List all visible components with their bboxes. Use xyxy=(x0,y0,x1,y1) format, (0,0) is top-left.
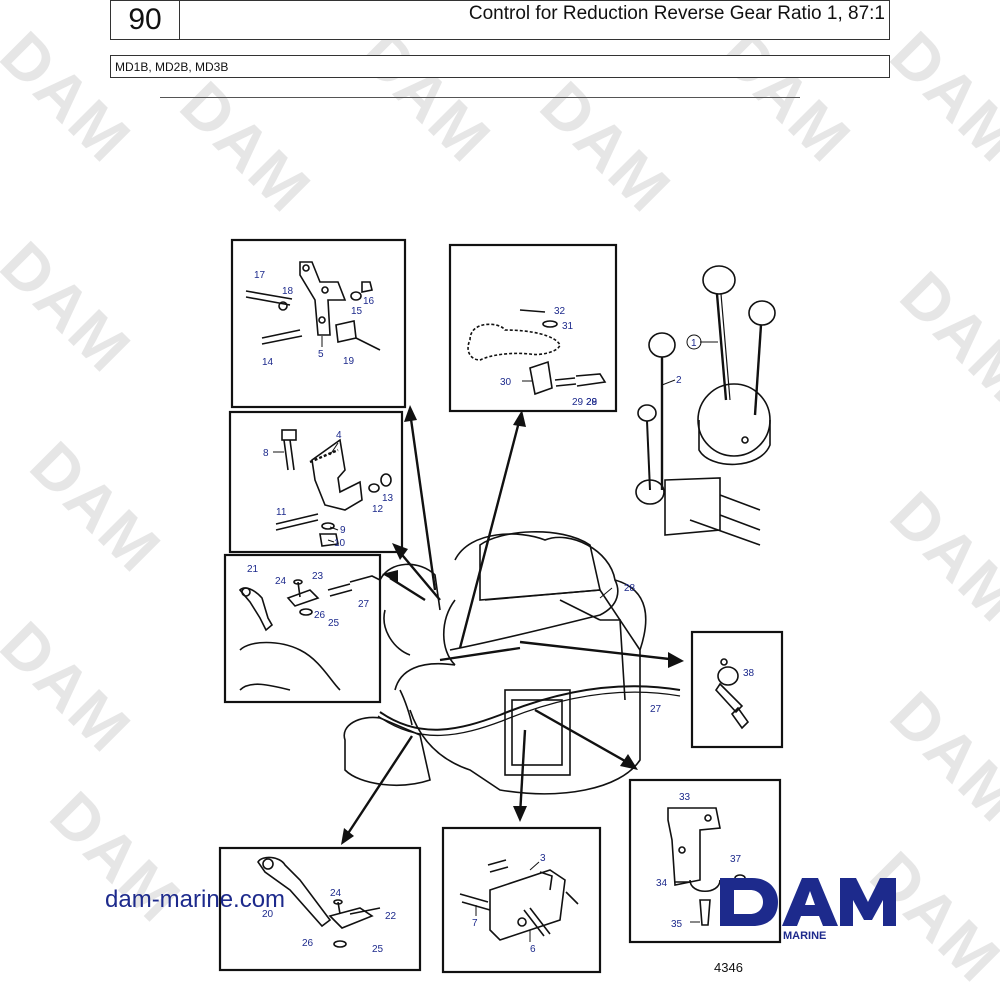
part-label: 1 xyxy=(691,338,697,349)
part-label: 24 xyxy=(275,576,287,587)
part-label: 12 xyxy=(372,504,384,515)
part-label: 25 xyxy=(372,944,384,955)
part-label: 2 xyxy=(676,375,682,386)
part-label: 13 xyxy=(382,493,394,504)
part-label: 22 xyxy=(385,911,397,922)
part-label: 29 xyxy=(586,397,598,408)
part-label: 3 xyxy=(540,853,546,864)
part-label: 15 xyxy=(351,306,363,317)
part-label: 16 xyxy=(363,296,375,307)
lower-lever-assembly xyxy=(257,856,381,948)
link-rod xyxy=(439,646,521,662)
control-lever-unit xyxy=(635,265,776,546)
part-label: 8 xyxy=(263,448,269,459)
part-label: 14 xyxy=(262,357,274,368)
detail-frame-ball-joint xyxy=(690,630,784,749)
part-label: 31 xyxy=(562,321,574,332)
part-label: 20 xyxy=(262,909,274,920)
detail-frame-bracket xyxy=(230,238,407,409)
part-label: 26 xyxy=(314,610,326,621)
control-cable xyxy=(377,691,681,737)
model-bar: MD1B, MD2B, MD3B xyxy=(110,55,890,78)
part-label: 4 xyxy=(336,430,342,441)
part-label: 28 xyxy=(624,583,636,594)
logo-subtext: MARINE xyxy=(783,930,827,942)
part-label: 32 xyxy=(554,306,566,317)
label-leaders xyxy=(273,336,718,942)
part-label: 38 xyxy=(743,668,755,679)
part-label: 5 xyxy=(318,349,324,360)
detail-frame-block xyxy=(441,826,602,974)
ball-joint xyxy=(714,658,750,730)
lever-clamp xyxy=(467,309,607,396)
dam-logo xyxy=(720,878,896,926)
website-link[interactable]: dam-marine.com xyxy=(105,886,286,913)
page-number: 90 xyxy=(111,1,180,39)
part-label: 30 xyxy=(500,377,512,388)
part-label: 11 xyxy=(276,507,287,518)
drawing-number: 4346 xyxy=(714,960,743,975)
explosion-arrows xyxy=(343,411,679,839)
detail-frame-lever-clamp xyxy=(448,243,618,413)
part-label: 33 xyxy=(679,792,691,803)
block-assembly xyxy=(459,859,579,941)
page-title: Control for Reduction Reverse Gear Ratio… xyxy=(468,3,885,24)
divider xyxy=(160,97,800,98)
part-label: 35 xyxy=(671,919,683,930)
part-label: 27 xyxy=(650,704,662,715)
detail-frame-gear-lever xyxy=(223,553,382,704)
part-label: 25 xyxy=(328,618,340,629)
part-label: 17 xyxy=(254,270,266,281)
control-cable xyxy=(449,579,619,651)
bracket-assembly xyxy=(245,261,381,351)
part-label: 18 xyxy=(282,286,294,297)
part-number-labels: 1 2 3 4 5 6 7 8 9 10 11 12 13 14 15 16 1… xyxy=(247,270,755,955)
gear-lever-assembly xyxy=(238,575,381,691)
part-label: 26 xyxy=(302,938,314,949)
part-label: 37 xyxy=(730,854,742,865)
plate-assembly xyxy=(275,429,392,547)
part-label: 21 xyxy=(247,564,259,575)
part-label: 10 xyxy=(334,538,346,549)
part-label: 7 xyxy=(472,918,478,929)
part-label: 24 xyxy=(330,888,342,899)
detail-frame-plate xyxy=(228,410,404,554)
part-label: 23 xyxy=(312,571,324,582)
model-list: MD1B, MD2B, MD3B xyxy=(115,60,229,74)
part-label: 29 xyxy=(572,397,584,408)
engine-outline xyxy=(343,531,647,795)
part-label: 28 xyxy=(586,397,598,408)
part-label: 27 xyxy=(358,599,370,610)
part-label: 6 xyxy=(530,944,536,955)
part-label: 9 xyxy=(340,525,346,536)
detail-frame-cable-bracket xyxy=(628,778,782,944)
header-bar: 90 Control for Reduction Reverse Gear Ra… xyxy=(110,0,890,40)
part-label: 19 xyxy=(343,356,355,367)
control-cable xyxy=(379,685,681,731)
detail-frame-lower-lever xyxy=(218,846,422,972)
part-label: 34 xyxy=(656,878,668,889)
